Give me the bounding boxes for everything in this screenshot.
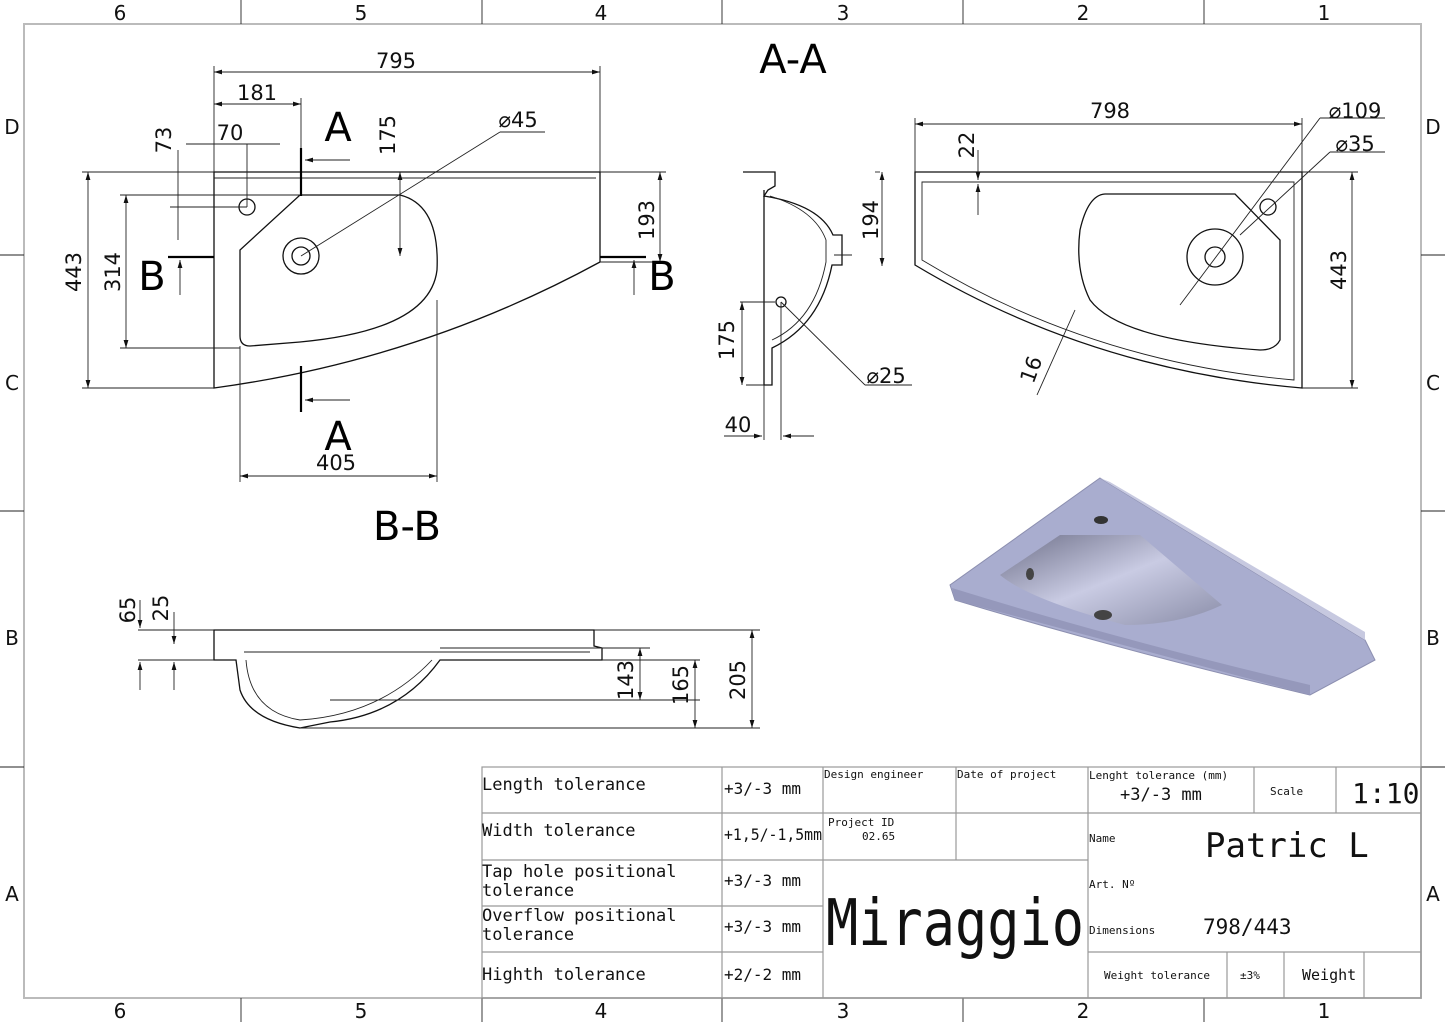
dim-edge: 16 [1016, 353, 1048, 386]
cut-line-label-a: A [324, 414, 352, 460]
section-aa-title: A-A [759, 37, 827, 83]
dim-overflow-offset-y: 73 [152, 127, 176, 154]
tolerance-label: Highth tolerance [482, 965, 646, 985]
grid-row-label: A [1426, 882, 1440, 906]
tolerance-label: tolerance [482, 881, 574, 901]
dim-outer-diameter: ⌀109 [1329, 99, 1382, 123]
dim-drain-offset-y: 175 [376, 115, 400, 155]
title-block: Length tolerance Width tolerance Tap hol… [481, 766, 1422, 999]
weight-tolerance-label: Weight tolerance [1104, 969, 1210, 982]
grid-row-label: A [5, 882, 19, 906]
dim-overflow-diameter: ⌀25 [866, 364, 905, 388]
tolerance-label: tolerance [482, 925, 574, 945]
grid-col-label: 3 [837, 1, 850, 25]
section-aa-view: 194 175 ⌀25 40 [715, 171, 912, 440]
tolerance-value: +3/-3 mm [724, 917, 801, 936]
tolerance-label: Overflow positional [482, 906, 676, 926]
dim-right-edge-height: 193 [635, 200, 659, 240]
grid-col-label: 4 [595, 999, 608, 1022]
tolerance-value: +1,5/-1,5mm [724, 825, 822, 844]
product-name: Patric L [1205, 826, 1369, 866]
dim-overall-length: 795 [376, 49, 416, 73]
cut-line-label-a: A [324, 105, 352, 151]
length-tolerance-value: +3/-3 mm [1120, 785, 1202, 805]
dim-overall-width: 443 [62, 252, 86, 292]
grid-col-label: 1 [1318, 999, 1331, 1022]
grid-col-label: 5 [355, 999, 368, 1022]
dim-basin-length: 405 [316, 451, 356, 475]
scale-label: Scale [1270, 785, 1303, 798]
grid-col-label: 2 [1077, 1, 1090, 25]
dim-143: 143 [614, 660, 638, 700]
dim-section-height: 194 [859, 200, 883, 240]
brand-logo: Miraggio [826, 887, 1084, 961]
design-engineer-label: Design engineer [824, 768, 924, 781]
dim-overflow-offset-x: 70 [217, 121, 244, 145]
dimensions-label: Dimensions [1089, 924, 1155, 937]
sink-3d-render [949, 477, 1376, 696]
dim-165: 165 [669, 665, 693, 705]
length-tolerance-label: Lenght tolerance (mm) [1089, 769, 1228, 782]
dim-overflow-height: 175 [715, 320, 739, 360]
grid-row-label: B [1426, 626, 1440, 650]
grid-col-label: 4 [595, 1, 608, 25]
dim-25: 25 [149, 595, 173, 622]
tolerance-value: +2/-2 mm [724, 965, 801, 984]
dim-rim-offset: 40 [725, 413, 752, 437]
grid-col-label: 1 [1318, 1, 1331, 25]
date-of-project-label: Date of project [957, 768, 1056, 781]
grid-col-label: 3 [837, 999, 850, 1022]
section-bb-title: B-B [373, 504, 441, 550]
top-view: 795 181 70 73 175 ⌀45 443 314 193 405 A … [62, 49, 676, 482]
tolerance-value: +3/-3 mm [724, 779, 801, 798]
project-id-value: 02.65 [862, 830, 895, 843]
dim-overall-width: 443 [1327, 250, 1351, 290]
grid-col-label: 6 [114, 1, 127, 25]
tolerance-label: Width tolerance [482, 821, 636, 841]
tolerance-label: Length tolerance [482, 775, 646, 795]
grid-row-label: B [5, 626, 19, 650]
grid-row-label: C [5, 371, 19, 395]
weight-label: Weight [1302, 966, 1356, 984]
dim-rim: 22 [955, 132, 979, 159]
bottom-view: 798 ⌀109 ⌀35 22 443 16 [914, 99, 1385, 396]
dim-65: 65 [116, 597, 140, 624]
weight-tolerance-value: ±3% [1240, 969, 1260, 982]
grid-row-label: D [1425, 115, 1440, 139]
grid-col-label: 5 [355, 1, 368, 25]
project-id-label: Project ID [828, 816, 894, 829]
grid-col-label: 2 [1077, 999, 1090, 1022]
grid-col-label: 6 [114, 999, 127, 1022]
art-no-label: Art. Nº [1089, 878, 1135, 891]
dim-overall-length: 798 [1090, 99, 1130, 123]
scale-value: 1:10 [1352, 777, 1419, 810]
dim-hole-diameter: ⌀35 [1335, 132, 1374, 156]
tolerance-label: Tap hole positional [482, 862, 676, 882]
dim-basin-width: 314 [101, 252, 125, 292]
cut-line-label-b: B [138, 254, 165, 300]
grid-row-label: D [4, 115, 19, 139]
dimensions-value: 798/443 [1203, 915, 1292, 939]
cut-line-label-b: B [648, 254, 675, 300]
dim-drain-diameter: ⌀45 [498, 108, 537, 132]
section-bb-view: 65 25 143 165 205 [116, 595, 760, 729]
tolerance-value: +3/-3 mm [724, 871, 801, 890]
grid-row-label: C [1426, 371, 1440, 395]
dim-tap-offset-x: 181 [237, 81, 277, 105]
dim-205: 205 [726, 660, 750, 700]
name-label: Name [1089, 832, 1116, 845]
